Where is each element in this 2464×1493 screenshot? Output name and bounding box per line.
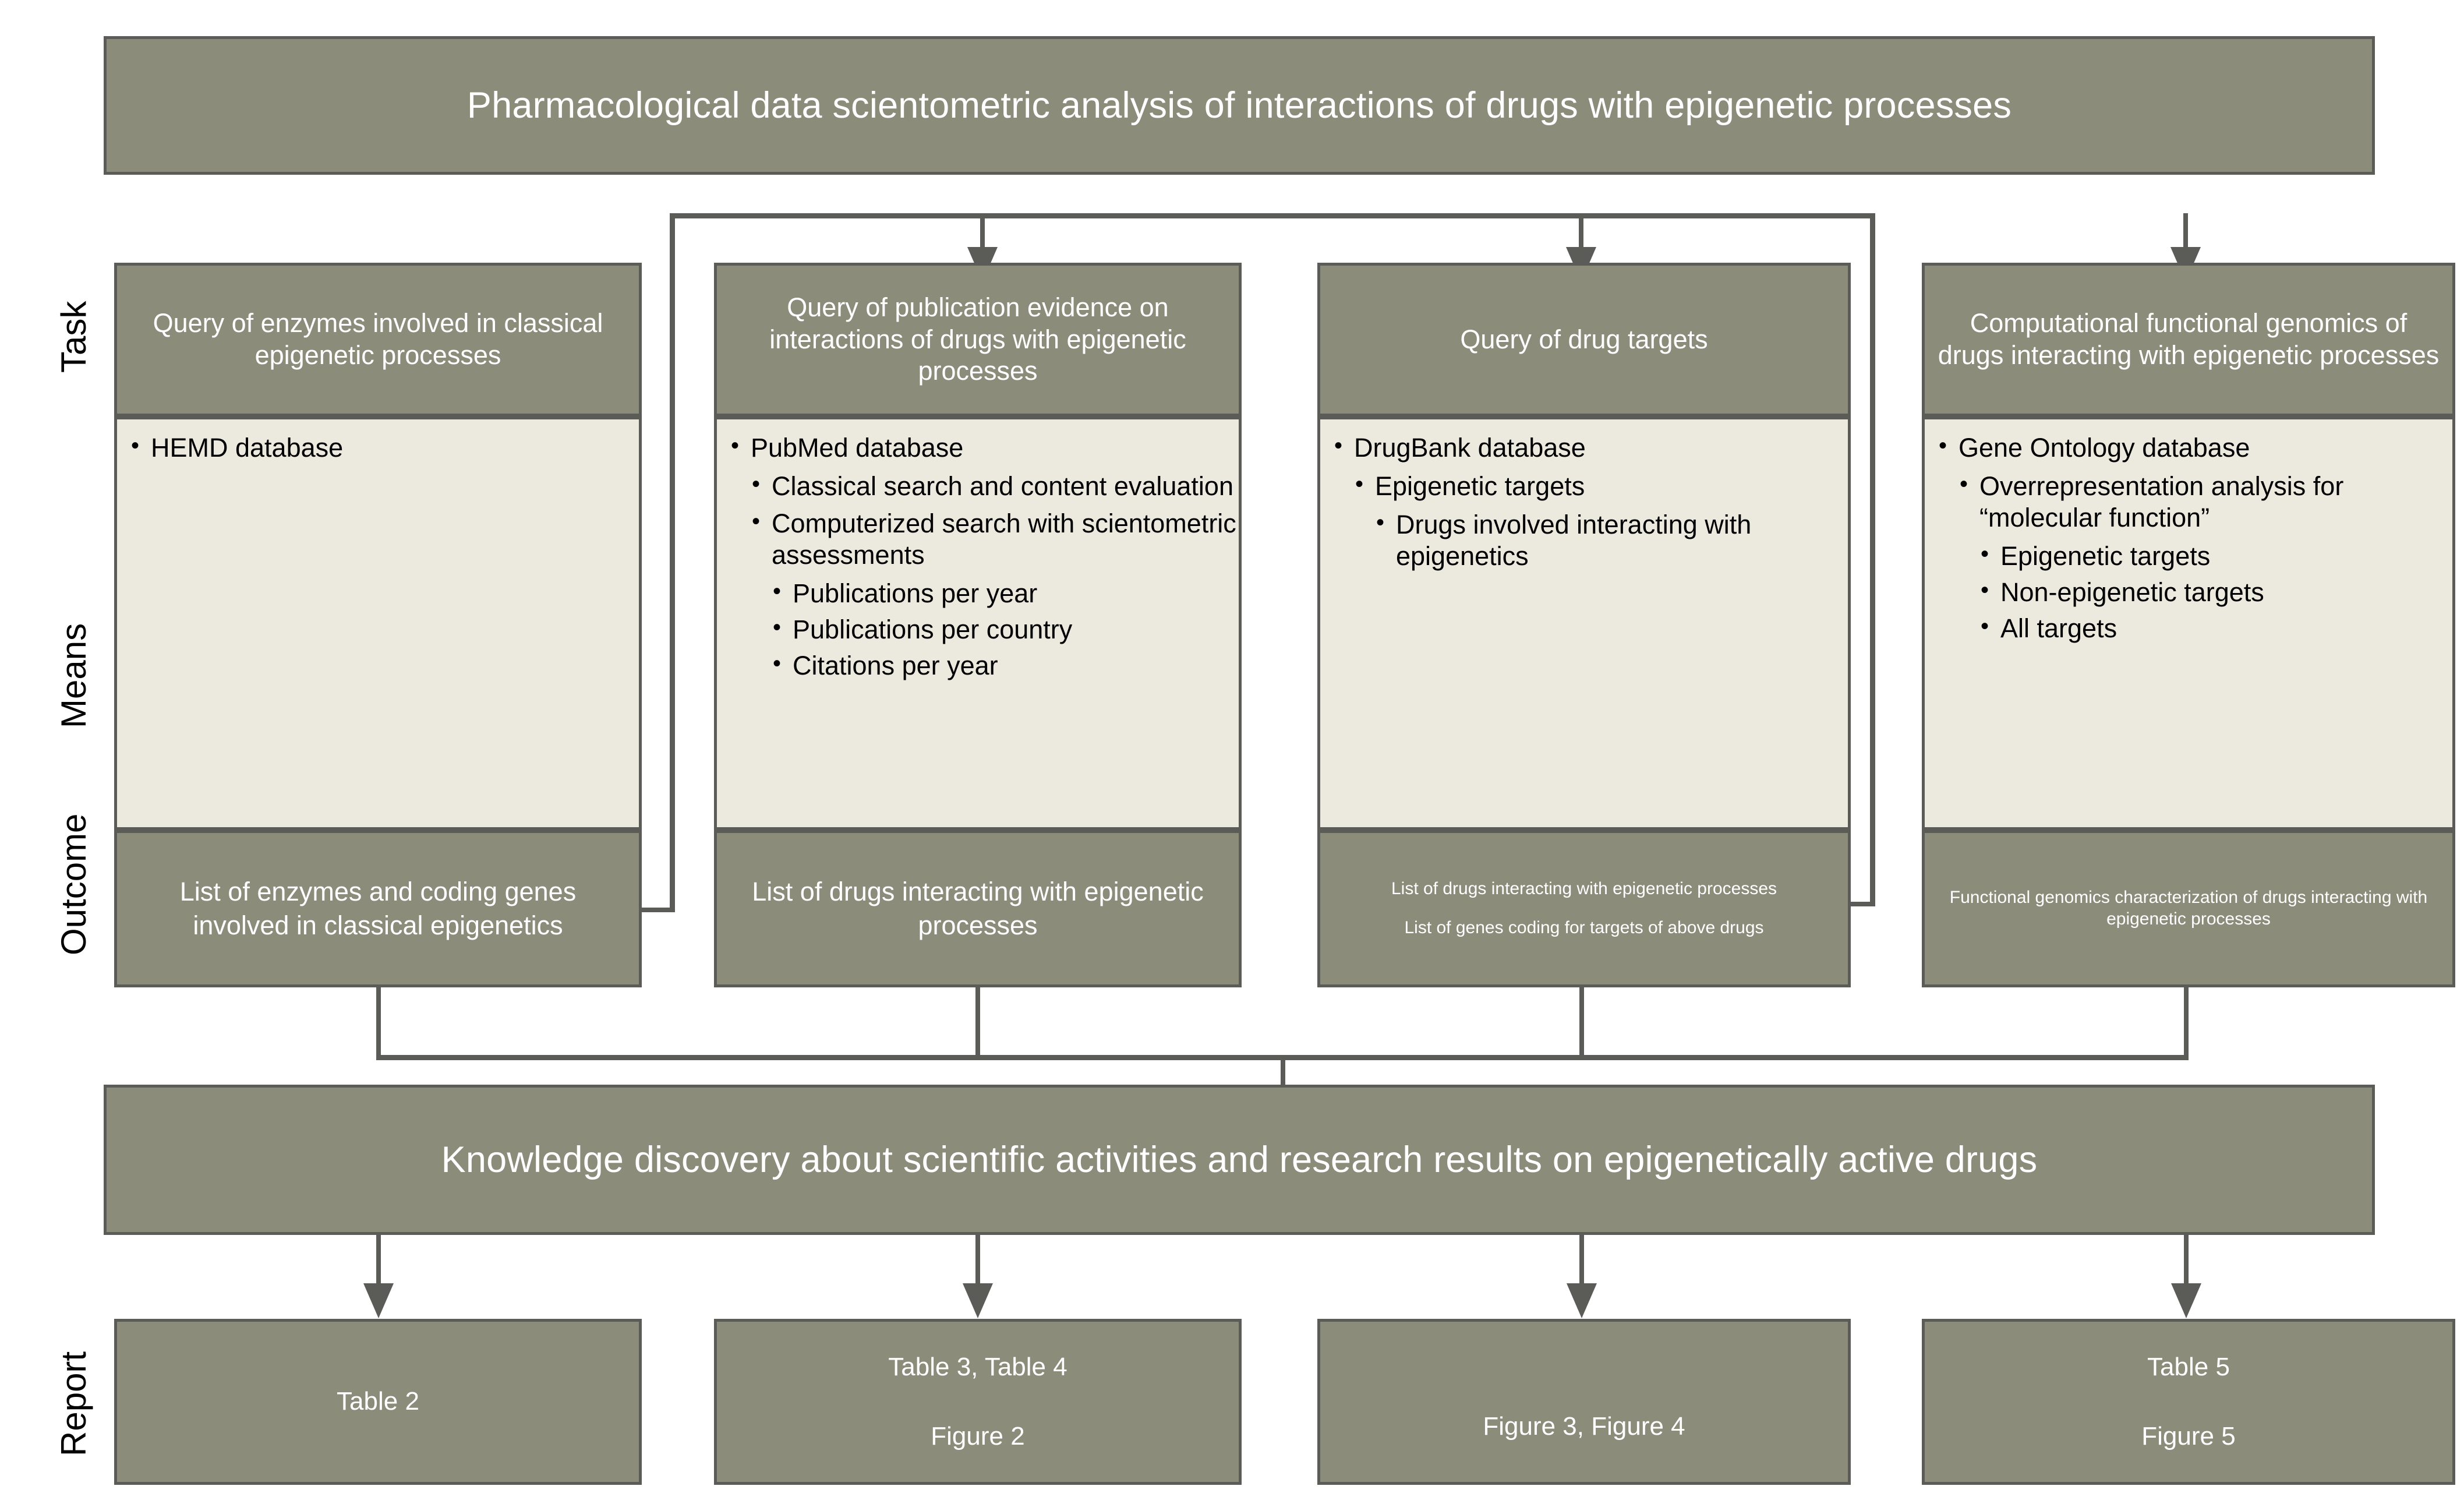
arrow-to-report-2 (963, 1283, 993, 1318)
connector-report-drop-col4 (2184, 1235, 2189, 1291)
means-box-4: Gene Ontology database Overrepresentatio… (1922, 417, 2455, 830)
outcome-box-3: List of drugs interacting with epigeneti… (1317, 830, 1851, 987)
outcome-text: List of drugs interacting with epigeneti… (752, 876, 1204, 941)
means-subsublist: Drugs involved interacting with epigenet… (1352, 508, 1879, 572)
means-item: All targets (1977, 612, 2464, 644)
connector-top-drop-col2 (980, 213, 985, 254)
task-label-3: Query of drug targets (1460, 324, 1708, 354)
means-sublist: Epigenetic targets Drugs involved intera… (1331, 470, 1858, 572)
connector-top-drop-col4 (2183, 213, 2188, 254)
report-line: Table 5 (2147, 1352, 2230, 1381)
task-label-2: Query of publication evidence on interac… (769, 292, 1186, 386)
report-line: Figure 2 (931, 1421, 1025, 1450)
arrow-to-report-4 (2171, 1283, 2201, 1318)
title-banner-text: Pharmacological data scientometric analy… (466, 84, 2012, 126)
means-box-1: HEMD database (114, 417, 642, 830)
arrow-to-report-1 (363, 1283, 394, 1318)
means-item: Overrepresentation analysis for “molecul… (1956, 470, 2463, 534)
connector-left-vertical (670, 213, 675, 912)
task-box-2: Query of publication evidence on interac… (714, 263, 1242, 417)
means-item: Gene Ontology database (1935, 431, 2442, 464)
outcome-text: List of genes coding for targets of abov… (1404, 918, 1764, 937)
connector-top-drop-col3 (1579, 213, 1583, 254)
connector-merge-drop-col1 (376, 987, 381, 1058)
outcome-text: List of enzymes and coding genes involve… (179, 876, 577, 941)
means-item: Citations per year (769, 649, 1270, 682)
means-sublist: Overrepresentation analysis for “molecul… (1935, 470, 2464, 644)
means-list-3: DrugBank database Epigenetic targets Dru… (1331, 431, 1837, 577)
means-sublist: Classical search and content evaluation … (727, 470, 1249, 682)
report-line: Table 2 (337, 1387, 419, 1416)
outcome-text: Functional genomics characterization of … (1949, 888, 2428, 929)
task-box-4: Computational functional genomics of dru… (1922, 263, 2455, 417)
outcome-box-4: Functional genomics characterization of … (1922, 830, 2455, 987)
task-label-1: Query of enzymes involved in classical e… (153, 308, 603, 370)
means-item: Non-epigenetic targets (1977, 576, 2464, 608)
report-line: Figure 5 (2141, 1421, 2236, 1450)
connector-right-into-outcome3 (1840, 902, 1875, 906)
means-item: Drugs involved interacting with epigenet… (1373, 508, 1879, 572)
means-box-2: PubMed database Classical search and con… (714, 417, 1242, 830)
task-box-3: Query of drug targets (1317, 263, 1851, 417)
means-item: Classical search and content evaluation (748, 470, 1249, 502)
connector-top-bus (670, 213, 1875, 218)
knowledge-banner: Knowledge discovery about scientific act… (104, 1085, 2375, 1235)
report-line: Table 3, Table 4 (888, 1352, 1067, 1381)
knowledge-banner-text: Knowledge discovery about scientific act… (441, 1139, 2038, 1180)
report-box-3: Figure 3, Figure 4 (1317, 1319, 1851, 1485)
report-box-2: Table 3, Table 4 Figure 2 (714, 1319, 1242, 1485)
connector-left-into-outcome1 (641, 908, 675, 912)
report-line: Figure 3, Figure 4 (1483, 1412, 1685, 1441)
row-label-means: Means (54, 623, 93, 728)
connector-merge-drop-col3 (1579, 987, 1584, 1058)
means-subsublist: Epigenetic targets Non-epigenetic target… (1956, 539, 2464, 644)
means-item: Publications per year (769, 577, 1270, 609)
row-label-task: Task (54, 301, 93, 373)
means-item: DrugBank database (1331, 431, 1837, 464)
row-label-report: Report (54, 1351, 93, 1456)
outcome-text: List of drugs interacting with epigeneti… (1391, 879, 1777, 899)
connector-merge-drop-col2 (975, 987, 980, 1058)
task-box-1: Query of enzymes involved in classical e… (114, 263, 642, 417)
connector-merge-drop-col4 (2184, 987, 2189, 1058)
means-list-2: PubMed database Classical search and con… (727, 431, 1236, 686)
arrow-to-report-3 (1567, 1283, 1597, 1318)
outcome-box-1: List of enzymes and coding genes involve… (114, 830, 642, 987)
means-item: Publications per country (769, 613, 1270, 645)
means-item: Epigenetic targets (1977, 539, 2464, 572)
report-box-1: Table 2 (114, 1319, 642, 1485)
means-item: HEMD database (128, 431, 628, 464)
means-list-4: Gene Ontology database Overrepresentatio… (1935, 431, 2442, 649)
connector-merge-center-drop (1281, 1055, 1285, 1107)
means-item: PubMed database (727, 431, 1228, 464)
means-subsublist: Publications per year Publications per c… (748, 577, 1270, 682)
report-box-4: Table 5 Figure 5 (1922, 1319, 2455, 1485)
means-item: Epigenetic targets (1352, 470, 1858, 502)
outcome-box-2: List of drugs interacting with epigeneti… (714, 830, 1242, 987)
task-label-4: Computational functional genomics of dru… (1938, 308, 2440, 370)
connector-report-drop-col2 (975, 1235, 980, 1291)
title-banner: Pharmacological data scientometric analy… (104, 36, 2375, 175)
row-label-outcome: Outcome (54, 813, 93, 955)
means-item: Computerized search with scientometric a… (748, 507, 1249, 571)
connector-report-drop-col3 (1579, 1235, 1584, 1291)
connector-report-drop-col1 (376, 1235, 381, 1291)
means-list-1: HEMD database (128, 431, 628, 466)
means-box-3: DrugBank database Epigenetic targets Dru… (1317, 417, 1851, 830)
